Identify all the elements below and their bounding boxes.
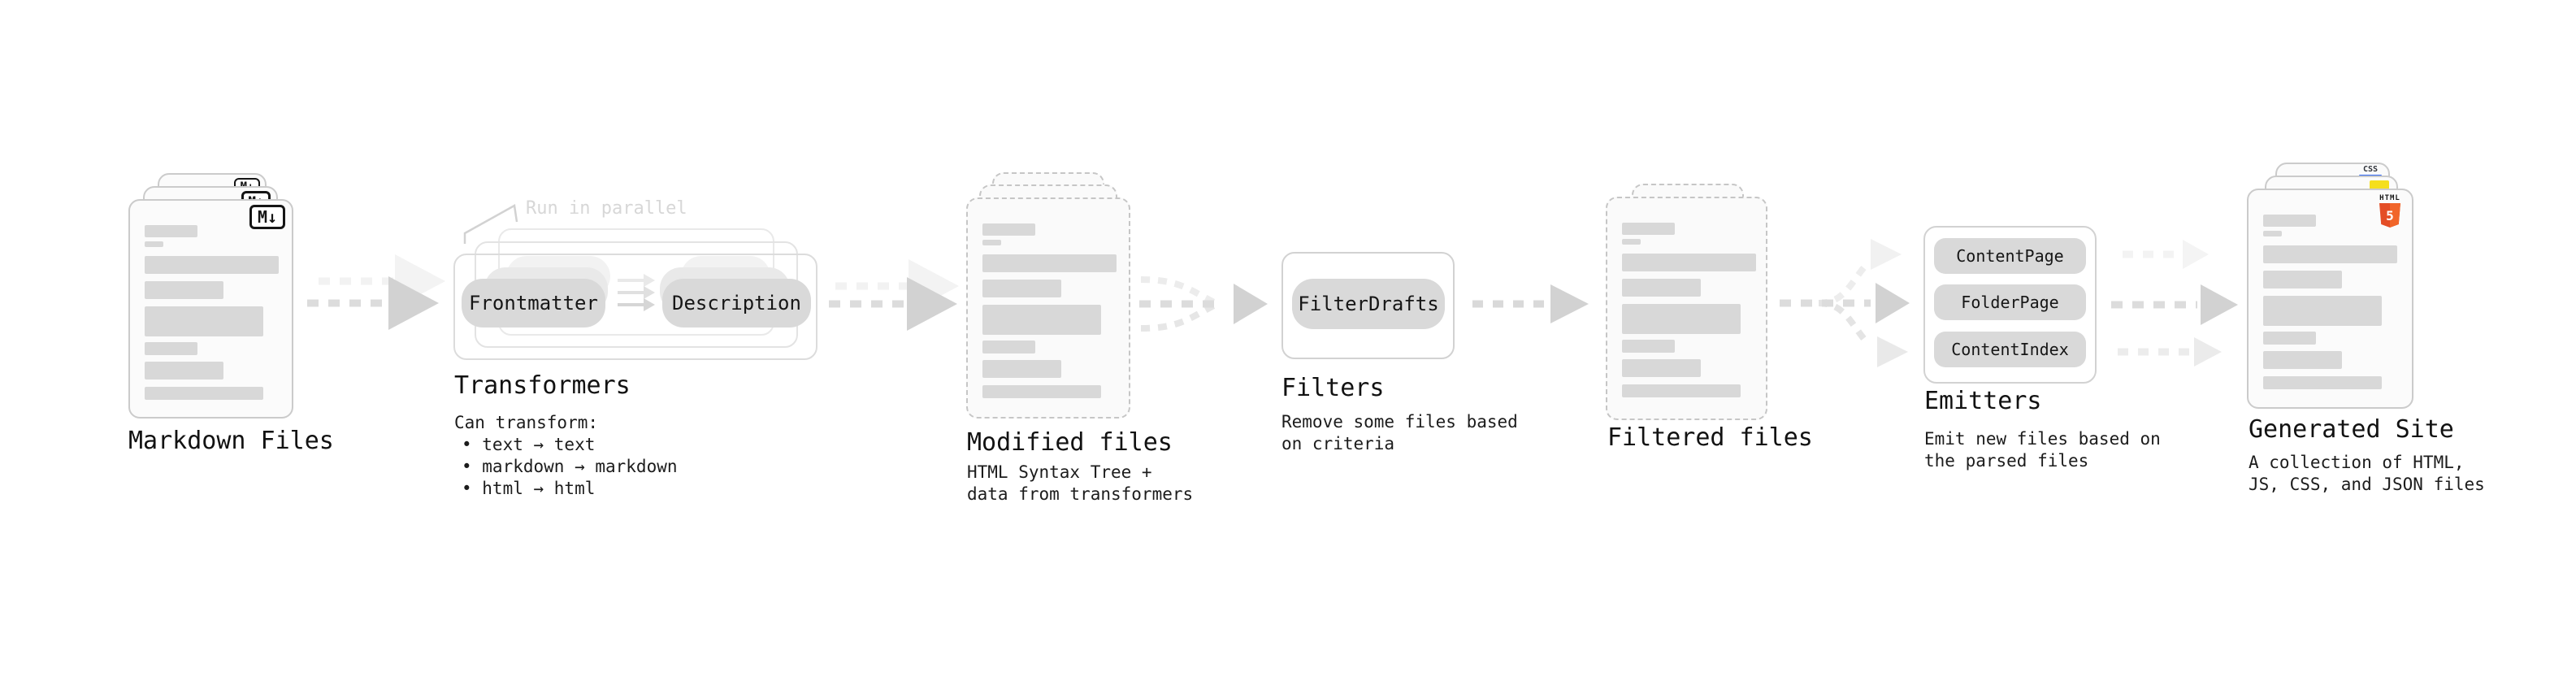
placeholder-bar <box>145 306 263 336</box>
contentpage-pill: ContentPage <box>1934 238 2086 274</box>
placeholder-bar <box>2263 351 2342 369</box>
placeholder-bar <box>145 342 197 355</box>
placeholder-bar <box>2263 332 2316 345</box>
placeholder-bar <box>982 223 1035 236</box>
bullet-item: • markdown → markdown <box>462 457 678 476</box>
placeholder-bar <box>982 240 1001 245</box>
run-in-parallel-annotation: Run in parallel <box>526 198 687 219</box>
filterdrafts-pill: FilterDrafts <box>1292 279 1445 329</box>
modified-files-desc: HTML Syntax Tree + data from transformer… <box>967 462 1194 504</box>
arrow-filters-to-filtered <box>1472 284 1589 323</box>
placeholder-bar <box>982 254 1117 272</box>
placeholder-bar <box>2263 215 2316 227</box>
placeholder-bar <box>1622 359 1701 377</box>
placeholder-bar <box>1622 239 1641 245</box>
run-in-parallel-callout-line <box>463 204 518 244</box>
generated-file-card-front: HTML 5 <box>2247 189 2413 409</box>
arrow-emitters-to-generated <box>2111 240 2238 367</box>
placeholder-bar <box>2263 245 2397 263</box>
placeholder-bar <box>145 362 223 380</box>
bullet-item: • text → text <box>462 435 596 454</box>
stage-label-generated-site: Generated Site <box>2249 415 2454 444</box>
arrow-filtered-to-emitters-split <box>1780 239 1910 367</box>
placeholder-bar <box>982 305 1101 335</box>
frontmatter-pill: Frontmatter <box>462 279 605 327</box>
arrow-modified-to-filters-merge <box>1139 276 1268 332</box>
arrow-markdown-to-transformers <box>307 254 445 330</box>
html5-shield: 5 <box>2379 203 2400 228</box>
generated-site-desc: A collection of HTML, JS, CSS, and JSON … <box>2249 453 2485 494</box>
placeholder-bar <box>982 340 1035 354</box>
transformers-desc-title: Can transform: <box>454 413 599 432</box>
placeholder-bar <box>2263 376 2382 389</box>
placeholder-bar <box>1622 223 1675 235</box>
stage-label-filtered-files: Filtered files <box>1607 423 1813 452</box>
placeholder-bar <box>1622 340 1675 353</box>
placeholder-bar <box>2263 296 2382 326</box>
placeholder-bar <box>1622 384 1741 397</box>
arrow-frontmatter-to-description <box>618 274 655 311</box>
transformers-bullet-list: • text → text • markdown → markdown • ht… <box>462 434 678 500</box>
file-content-placeholder <box>2263 190 2400 407</box>
arrow-transformers-to-modified <box>829 259 959 331</box>
stage-label-emitters: Emitters <box>1924 387 2042 415</box>
contentindex-pill: ContentIndex <box>1934 332 2086 367</box>
html5-icon: HTML 5 <box>2377 194 2403 228</box>
file-content-placeholder <box>1622 198 1756 419</box>
filters-desc: Remove some files based on criteria <box>1281 412 1518 453</box>
modified-file-card-front <box>966 197 1130 419</box>
placeholder-bar <box>145 281 223 299</box>
stage-label-filters: Filters <box>1281 374 1385 402</box>
placeholder-bar <box>2263 271 2342 288</box>
file-content-placeholder <box>145 201 280 417</box>
transformer-box-front <box>453 254 817 360</box>
placeholder-bar <box>982 280 1061 297</box>
stage-label-markdown-files: Markdown Files <box>128 427 334 455</box>
placeholder-bar <box>1622 254 1756 271</box>
svg-text:5: 5 <box>2386 208 2394 223</box>
stage-label-modified-files: Modified files <box>967 428 1173 457</box>
placeholder-bar <box>1622 279 1701 297</box>
placeholder-bar <box>145 241 163 247</box>
file-content-placeholder <box>982 199 1117 417</box>
emitters-desc: Emit new files based on the parsed files <box>1924 429 2161 471</box>
markdown-icon: M↓ <box>249 205 285 229</box>
placeholder-bar <box>982 385 1101 398</box>
stage-label-transformers: Transformers <box>454 371 631 400</box>
placeholder-bar <box>1622 304 1741 334</box>
markdown-file-card-front: M↓ <box>128 199 293 419</box>
folderpage-pill: FolderPage <box>1934 284 2086 320</box>
bullet-item: • html → html <box>462 479 596 498</box>
placeholder-bar <box>982 360 1061 378</box>
placeholder-bar <box>145 256 279 274</box>
placeholder-bar <box>145 225 197 237</box>
filtered-file-card-front <box>1606 197 1767 420</box>
description-pill: Description <box>662 279 811 327</box>
placeholder-bar <box>145 387 263 400</box>
placeholder-bar <box>2263 231 2282 236</box>
